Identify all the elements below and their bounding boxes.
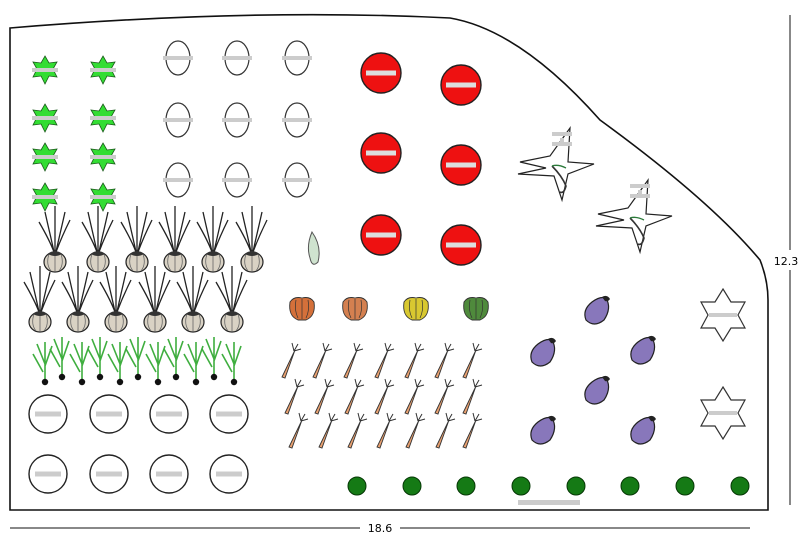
green-dot-icon — [566, 476, 586, 496]
circle-icon — [89, 394, 129, 434]
pepper-icon — [342, 297, 368, 321]
green-dot-icon — [675, 476, 695, 496]
red-circle-icon — [360, 214, 402, 256]
pepper-icon — [403, 297, 429, 321]
height-dimension: 12.3 — [774, 15, 799, 505]
green-dot-icon — [511, 476, 531, 496]
height-label: 12.3 — [774, 255, 799, 268]
width-label: 18.6 — [368, 522, 393, 535]
circle-icon — [149, 454, 189, 494]
green-dot-icon — [730, 476, 750, 496]
pod-icon — [307, 230, 320, 265]
red-circle-icon — [440, 144, 482, 186]
circle-icon — [28, 394, 68, 434]
red-circle-icon — [360, 52, 402, 94]
bed-outline — [9, 13, 769, 511]
red-circle-icon — [360, 132, 402, 174]
pepper-icon — [463, 297, 489, 321]
circle-icon — [89, 454, 129, 494]
circle-icon — [209, 454, 249, 494]
ellipse-group — [162, 40, 313, 198]
red-circle-icon — [440, 224, 482, 266]
red-circle-icon — [440, 64, 482, 106]
green-dot-icon — [456, 476, 476, 496]
circle-icon — [209, 394, 249, 434]
green-dot-group — [347, 476, 750, 505]
circle-icon — [28, 454, 68, 494]
label-bar — [518, 500, 580, 505]
green-dot-icon — [347, 476, 367, 496]
green-dot-icon — [620, 476, 640, 496]
width-dimension: 18.6 — [10, 522, 750, 535]
circle-icon — [149, 394, 189, 434]
green-dot-icon — [402, 476, 422, 496]
pepper-icon — [289, 297, 315, 321]
